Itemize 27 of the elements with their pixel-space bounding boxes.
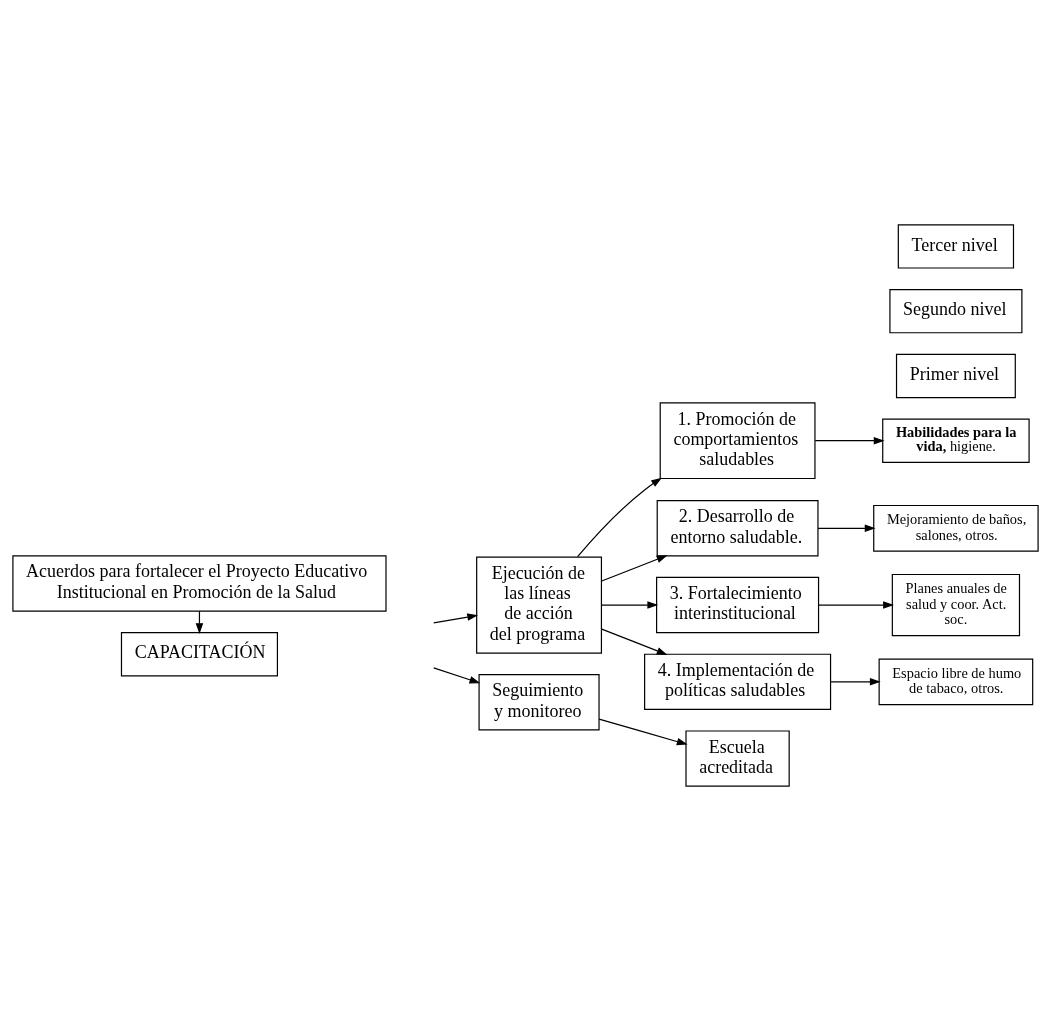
arrow [601,555,668,582]
arrow [814,436,885,445]
node-box: Ejecución de las líneas de acción del programa [476,556,603,654]
node-box: Espacio libre de humo de tabaco, otros. [878,658,1034,706]
arrow [577,477,662,558]
node-box: Segundo nivel [889,288,1023,334]
node-box: Planes anuales de salud y coor. Act. soc. [891,573,1021,637]
node-box: 3. Fortalecimiento interinstitucional [656,576,820,634]
node-box: 2. Desarrollo de entorno saludable. [656,500,819,557]
arrow [817,601,894,609]
arrow [433,667,481,684]
arrow [601,601,659,609]
node-box: 1. Promoción de comportamientos saludables [659,402,816,480]
node-box: 4. Implementación de políticas saludables [644,653,832,711]
arrow [830,678,881,686]
arrow [601,628,668,655]
arrow [598,718,688,746]
node-box: Habilidades para la vida, higiene. [882,418,1030,463]
node-box: CAPACITACIÓN [120,632,279,677]
node-box: Tercer nivel [897,224,1015,269]
node-box: Escuela acreditada [685,730,790,787]
node-box: Seguimiento y monitoreo [478,674,600,731]
node-box: Mejoramiento de baños, salones, otros. [873,504,1039,552]
node-box: Acuerdos para fortalecer el Proyecto Educativo Institucional en Promoción de la Salud [12,555,387,612]
node-box: Primer nivel [895,353,1016,399]
arrow [433,613,479,624]
arrow [817,524,876,533]
